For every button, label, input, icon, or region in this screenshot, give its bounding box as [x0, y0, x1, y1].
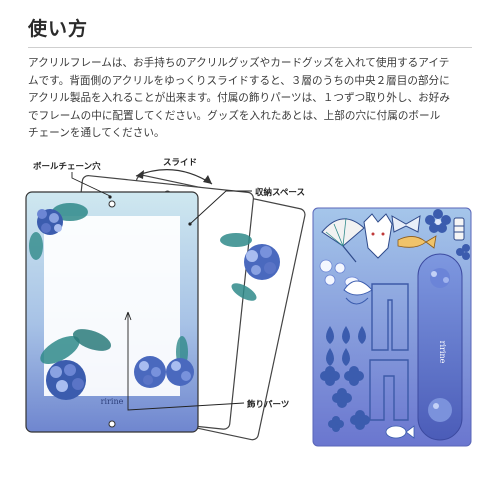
fox-mask-part [363, 213, 393, 259]
ribbon-part [391, 215, 421, 233]
capsule-panel-part: ririne [417, 253, 463, 441]
description-line: ムです。背面側のアクリルをゆっくりスライドすると、３層のうちの中央２層目の部分に [28, 74, 450, 87]
hydrangea-bottom-illustration [40, 329, 188, 400]
plum-flower-part [425, 209, 451, 233]
page-title: 使い方 [28, 18, 89, 40]
plum-flower-part-small [456, 244, 470, 260]
description-line: アクリル製品を入れることが出来ます。付属の飾りパーツは、１つずつ取り外し、お好み [28, 92, 450, 105]
label-decoration-parts: 飾りパーツ [247, 400, 290, 410]
knot-part [453, 217, 465, 241]
callout-decoration-parts [127, 312, 245, 411]
description-line: でフレームの中に配置してください。グッズを入れたあとは、上部の穴に付属のボール [28, 109, 441, 122]
brand-logo-panel: ririne [438, 341, 447, 364]
umbrella-part [321, 217, 365, 263]
hydrangea-right-illustration [166, 233, 280, 386]
slide-arrow [135, 169, 213, 185]
label-chain-hole: ボールチェーン穴 [33, 162, 101, 172]
callout-lines [71, 172, 252, 411]
stand-parts [369, 283, 409, 421]
bubble-parts [319, 259, 360, 288]
goldfish-part [385, 425, 415, 439]
callout-storage-space [189, 190, 252, 225]
brand-logo-frame: ririne [101, 397, 124, 406]
slide-arrow-head-left [136, 170, 144, 179]
label-slide: スライド [163, 158, 198, 168]
title-divider [28, 47, 472, 48]
hydrangea-top-left-illustration [29, 203, 88, 260]
description-paragraph: アクリルフレームは、お手持ちのアクリルグッズやカードグッズを入れて使用するアイテ… [28, 55, 478, 143]
fish-part [397, 235, 437, 249]
description-line: チェーンを通してください。 [28, 127, 165, 140]
callout-decoration-up-arrow [124, 311, 132, 321]
description-line: アクリルフレームは、お手持ちのアクリルグッズやカードグッズを入れて使用するアイテ [28, 57, 450, 69]
slide-arrow-head-right [203, 175, 212, 184]
flower-shape-parts [320, 366, 370, 432]
raindrop-parts [326, 326, 366, 366]
acrylic-frame-front: ririne [25, 191, 199, 433]
decoration-parts-sheet: ririne [312, 207, 472, 447]
callout-chain-hole [71, 172, 111, 197]
label-storage-space: 収納スペース [255, 188, 305, 198]
